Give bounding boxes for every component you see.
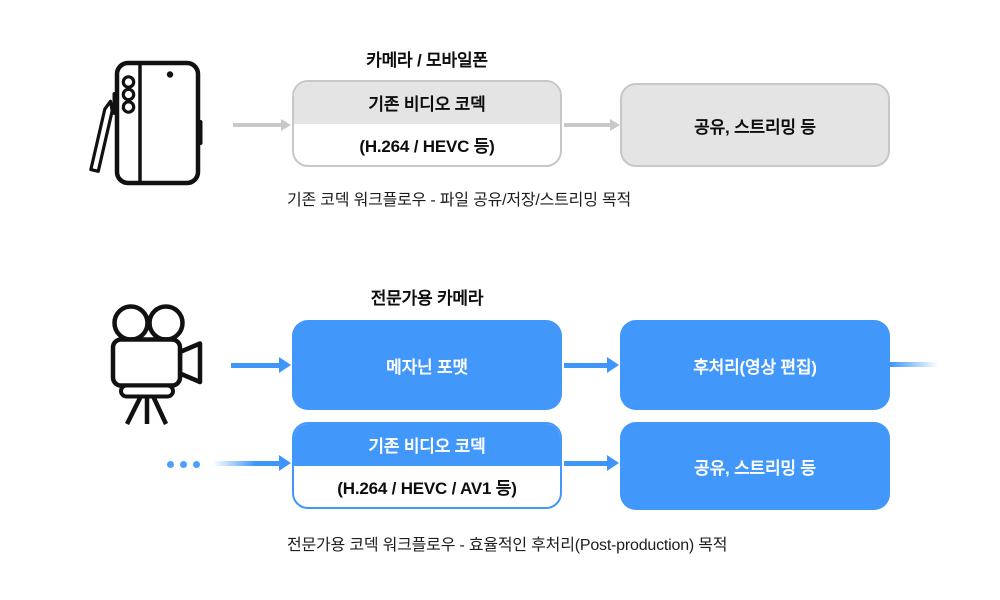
share-streaming-box-top: 공유, 스트리밍 등 [620,83,890,167]
legacy-codec-box: 기존 비디오 코덱 (H.264 / HEVC 등) [292,80,562,167]
arrow-phone-to-codec [233,119,291,131]
bottom-flow-caption: 전문가용 코덱 워크플로우 - 효율적인 후처리(Post-production… [287,537,728,554]
legacy-codec-formats: (H.264 / HEVC 등) [359,136,495,156]
arrow-mezzanine-to-postprocess [564,357,619,373]
pro-codec-box: 기존 비디오 코덱 (H.264 / HEVC / AV1 등) [292,422,562,509]
legacy-codec-label: 기존 비디오 코덱 [294,82,560,124]
share-streaming-box-bottom: 공유, 스트리밍 등 [620,422,890,510]
arrow-camera-to-mezzanine [231,357,291,373]
fading-connector-line [890,362,938,367]
ellipsis-dots-icon [167,461,200,468]
pro-codec-label: 기존 비디오 코덱 [294,424,560,466]
top-flow-title: 카메라 / 모바일폰 [366,51,488,70]
postprocess-box: 후처리(영상 편집) [620,320,890,410]
arrow-codec-to-share-bottom [564,455,619,471]
smartphone-with-stylus-icon [85,55,210,195]
movie-camera-icon [105,300,215,435]
pro-codec-formats: (H.264 / HEVC / AV1 등) [337,478,517,498]
arrow-dots-to-codec [213,455,291,471]
mezzanine-format-box: 메자닌 포맷 [292,320,562,410]
bottom-flow-title: 전문가용 카메라 [370,289,484,308]
top-flow-caption: 기존 코덱 워크플로우 - 파일 공유/저장/스트리밍 목적 [287,192,632,209]
arrow-codec-to-share [564,119,620,131]
